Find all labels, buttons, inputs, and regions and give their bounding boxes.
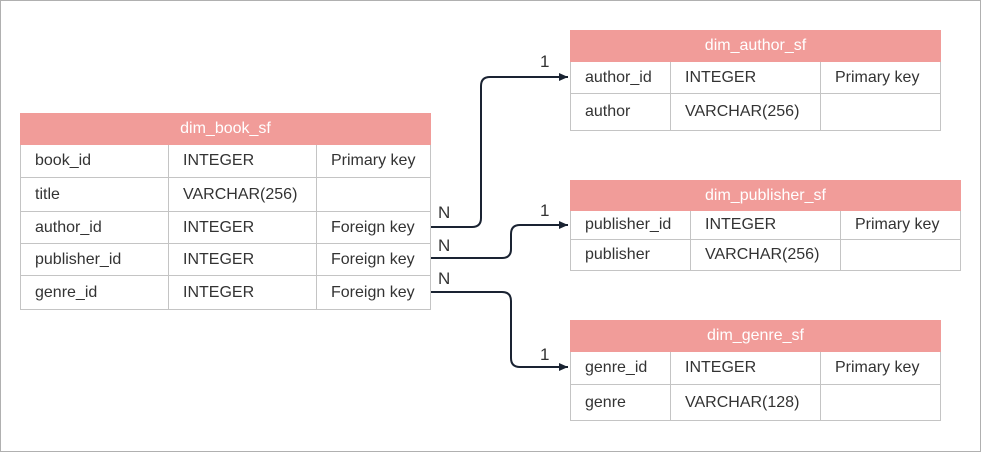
column-key [316, 177, 431, 212]
column-type: INTEGER [690, 210, 841, 240]
column-name: genre [570, 384, 671, 421]
column-name: publisher_id [570, 210, 691, 240]
column-key [840, 239, 961, 271]
cardinality-1-author: 1 [540, 52, 550, 71]
column-key: Foreign key [316, 275, 431, 310]
column-type: VARCHAR(256) [670, 93, 821, 131]
column-type: INTEGER [670, 351, 821, 385]
table-row: author VARCHAR(256) [570, 93, 941, 131]
cardinality-1-genre: 1 [540, 345, 550, 364]
relation-publisher-line[interactable] [431, 221, 568, 259]
cardinality-n-author: N [438, 203, 451, 222]
entity-title: dim_book_sf [20, 113, 431, 145]
column-type: INTEGER [168, 275, 317, 310]
cardinality-1-publisher: 1 [540, 201, 550, 220]
column-type: INTEGER [168, 211, 317, 244]
table-row: publisher VARCHAR(256) [570, 239, 961, 271]
column-key: Primary key [840, 210, 961, 240]
table-row: title VARCHAR(256) [20, 177, 431, 212]
column-name: publisher [570, 239, 691, 271]
column-name: author_id [20, 211, 169, 244]
column-key [820, 384, 941, 421]
table-row: genre VARCHAR(128) [570, 384, 941, 421]
column-type: VARCHAR(128) [670, 384, 821, 421]
table-row: publisher_id INTEGER Primary key [570, 210, 961, 240]
entity-title: dim_publisher_sf [570, 180, 961, 211]
entity-dim-author-sf[interactable]: dim_author_sf author_id INTEGER Primary … [570, 30, 941, 131]
entity-title: dim_genre_sf [570, 320, 941, 352]
column-type: VARCHAR(256) [690, 239, 841, 271]
column-name: publisher_id [20, 243, 169, 276]
column-name: genre_id [570, 351, 671, 385]
column-key: Foreign key [316, 243, 431, 276]
column-key [820, 93, 941, 131]
relation-genre-line[interactable] [431, 291, 568, 371]
table-row: genre_id INTEGER Primary key [570, 351, 941, 385]
entity-dim-book-sf[interactable]: dim_book_sf book_id INTEGER Primary key … [20, 113, 431, 310]
table-row: book_id INTEGER Primary key [20, 144, 431, 178]
column-name: author_id [570, 61, 671, 94]
column-type: INTEGER [670, 61, 821, 94]
table-row: genre_id INTEGER Foreign key [20, 275, 431, 310]
table-row: author_id INTEGER Foreign key [20, 211, 431, 244]
cardinality-n-publisher: N [438, 236, 451, 255]
entity-dim-publisher-sf[interactable]: dim_publisher_sf publisher_id INTEGER Pr… [570, 180, 961, 271]
column-key: Primary key [820, 351, 941, 385]
entity-title: dim_author_sf [570, 30, 941, 62]
relation-author-line[interactable] [431, 73, 568, 228]
table-row: publisher_id INTEGER Foreign key [20, 243, 431, 276]
cardinality-n-genre: N [438, 269, 451, 288]
entity-dim-genre-sf[interactable]: dim_genre_sf genre_id INTEGER Primary ke… [570, 320, 941, 421]
